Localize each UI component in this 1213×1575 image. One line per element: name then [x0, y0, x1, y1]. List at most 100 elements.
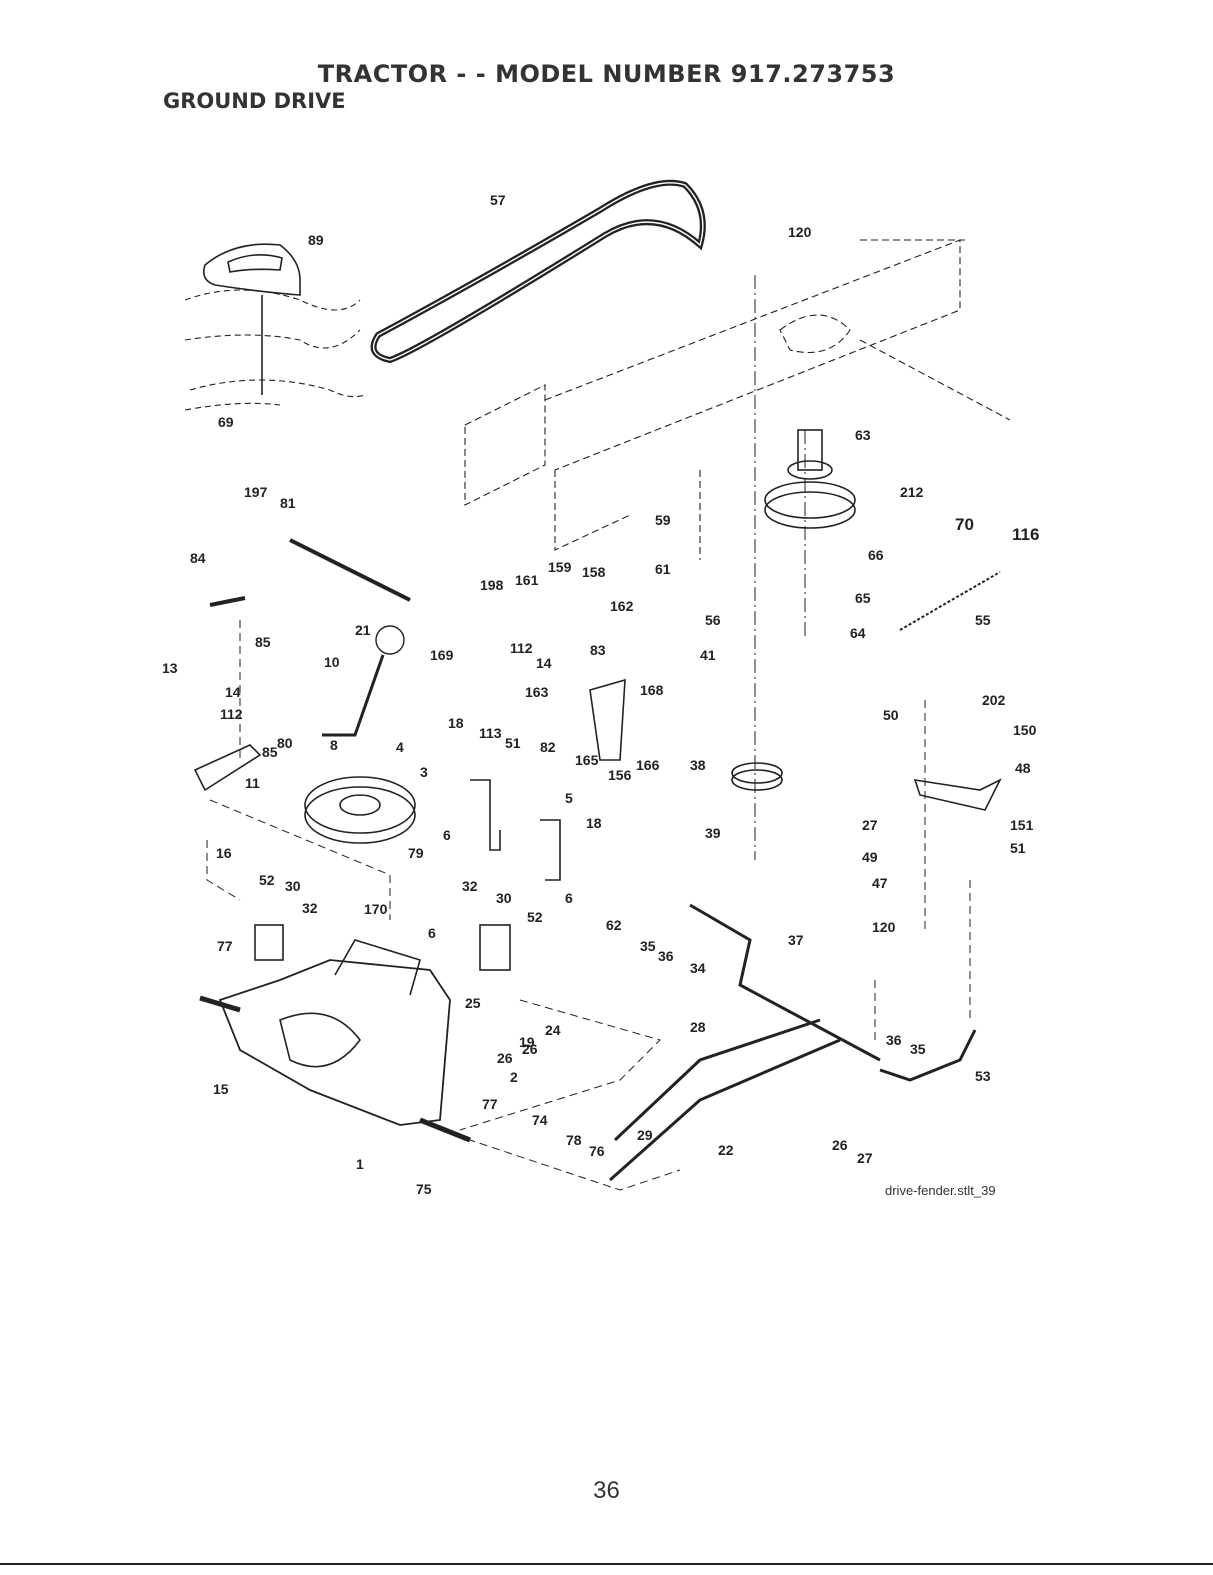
callout-202: 202	[982, 692, 1006, 708]
callout-30b: 30	[496, 890, 512, 906]
callout-18a: 18	[448, 715, 464, 731]
callout-79: 79	[408, 845, 424, 861]
callout-38: 38	[690, 757, 706, 773]
callout-77b: 77	[482, 1096, 498, 1112]
diagram-source-label: drive-fender.stlt_39	[885, 1183, 996, 1198]
callout-47: 47	[872, 875, 888, 891]
callout-57: 57	[490, 192, 506, 208]
callout-77a: 77	[217, 938, 233, 954]
callout-32b: 32	[462, 878, 478, 894]
callout-120b: 120	[872, 919, 896, 935]
callout-27a: 27	[862, 817, 878, 833]
callout-66: 66	[868, 547, 884, 563]
callout-83: 83	[590, 642, 606, 658]
transaxle-part	[218, 959, 451, 1126]
callout-52b: 52	[527, 909, 543, 925]
callout-51b: 51	[1010, 840, 1026, 856]
callout-64: 64	[850, 625, 866, 641]
callout-35a: 35	[640, 938, 656, 954]
callout-13: 13	[162, 660, 178, 676]
callout-25: 25	[465, 995, 481, 1011]
callout-32a: 32	[302, 900, 318, 916]
callout-120a: 120	[788, 224, 812, 240]
callout-30a: 30	[285, 878, 301, 894]
callout-150: 150	[1013, 722, 1037, 738]
callout-74: 74	[532, 1112, 548, 1128]
callout-116: 116	[1012, 525, 1039, 544]
callout-61: 61	[655, 561, 671, 577]
callout-6c: 6	[428, 925, 436, 941]
callout-82: 82	[540, 739, 556, 755]
callout-36a: 36	[658, 948, 674, 964]
bottom-rule	[0, 1563, 1213, 1565]
pulley-part	[304, 786, 416, 844]
callout-70: 70	[955, 515, 974, 534]
callout-6b: 6	[565, 890, 573, 906]
callout-48: 48	[1015, 760, 1031, 776]
callout-41: 41	[700, 647, 716, 663]
callout-22: 22	[718, 1142, 734, 1158]
callout-84: 84	[190, 550, 206, 566]
callout-197: 197	[244, 484, 268, 500]
callout-112b: 112	[220, 706, 243, 722]
callout-5: 5	[565, 790, 573, 806]
drive-belt-part	[370, 179, 706, 364]
callout-59: 59	[655, 512, 671, 528]
callout-8: 8	[330, 737, 338, 753]
callout-24: 24	[545, 1022, 561, 1038]
callout-162: 162	[610, 598, 634, 614]
rod-part	[289, 538, 411, 602]
callout-18b: 18	[586, 815, 602, 831]
callout-113: 113	[479, 725, 502, 741]
callout-19: 19	[519, 1034, 535, 1050]
callout-156: 156	[608, 767, 632, 783]
callout-112a: 112	[510, 640, 533, 656]
callout-34: 34	[690, 960, 706, 976]
callout-168: 168	[640, 682, 664, 698]
callout-1: 1	[356, 1156, 364, 1172]
callout-27b: 27	[857, 1150, 873, 1166]
callout-3: 3	[420, 764, 428, 780]
callout-85b: 85	[262, 744, 278, 760]
callout-76: 76	[589, 1143, 605, 1159]
callout-49: 49	[862, 849, 878, 865]
callout-55: 55	[975, 612, 991, 628]
rod-part	[689, 903, 881, 1062]
callout-89: 89	[308, 232, 324, 248]
page-number: 36	[593, 1477, 620, 1504]
callout-151: 151	[1010, 817, 1034, 833]
callout-159: 159	[548, 559, 572, 575]
callout-21: 21	[355, 622, 371, 638]
callout-80: 80	[277, 735, 293, 751]
callout-15: 15	[213, 1081, 229, 1097]
callout-14a: 14	[536, 655, 552, 671]
callout-165: 165	[575, 752, 599, 768]
section-title: GROUND DRIVE	[163, 89, 346, 113]
callout-51a: 51	[505, 735, 521, 751]
callout-166: 166	[636, 757, 660, 773]
callout-158: 158	[582, 564, 606, 580]
callout-26a: 26	[522, 1041, 538, 1057]
callout-26b: 26	[497, 1050, 513, 1066]
seat-part	[202, 243, 301, 296]
callout-11: 11	[245, 775, 260, 791]
pulley-part	[764, 491, 856, 529]
callout-69: 69	[218, 414, 234, 430]
callout-6a: 6	[443, 827, 451, 843]
callout-161: 161	[515, 572, 539, 588]
callout-75: 75	[416, 1181, 432, 1197]
callout-198: 198	[480, 577, 504, 593]
callout-169: 169	[430, 647, 454, 663]
callout-81: 81	[280, 495, 296, 511]
callout-35b: 35	[910, 1041, 926, 1057]
callout-62: 62	[606, 917, 622, 933]
callout-52a: 52	[259, 872, 275, 888]
page-title: TRACTOR - - MODEL NUMBER 917.273753	[317, 60, 896, 88]
callout-50: 50	[883, 707, 899, 723]
callout-63: 63	[855, 427, 871, 443]
callout-53: 53	[975, 1068, 991, 1084]
callout-56: 56	[705, 612, 721, 628]
callout-28: 28	[690, 1019, 706, 1035]
callout-14b: 14	[225, 684, 241, 700]
